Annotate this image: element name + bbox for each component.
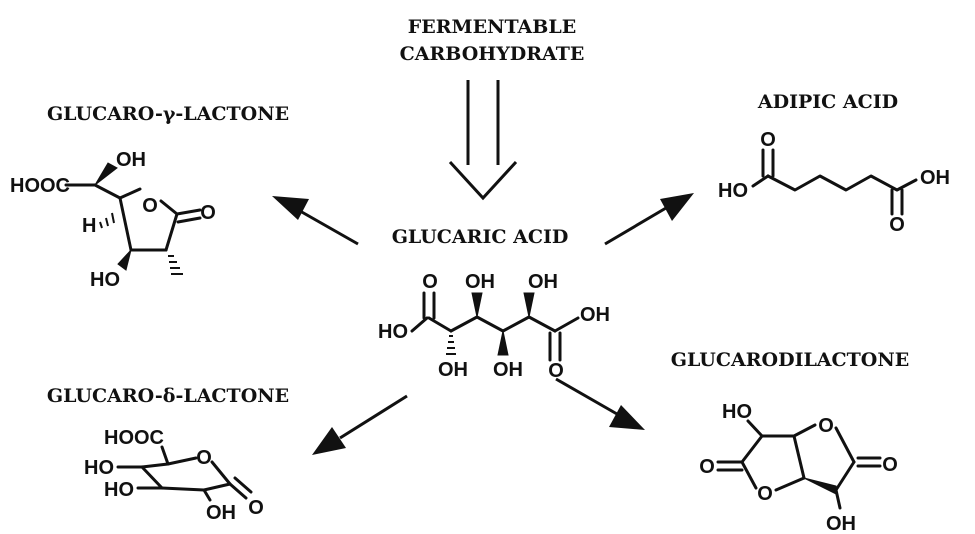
dilactone-top-ho-label: HO [722,401,752,423]
adipic-ho-label: HO [718,180,748,202]
delta-ho-1-label: HO [84,457,114,479]
gamma-bottom-ho-label: HO [90,269,120,291]
delta-lactone-structure: HOOC HO HO O OH O [84,427,264,524]
adipic-top-o-label: O [760,129,776,151]
gamma-hooc-label: HOOC [10,175,70,197]
adipic-oh-label: OH [920,167,950,189]
delta-ring-o-label: O [196,447,212,469]
delta-lactone-title: GLUCARO-δ-LACTONE [47,385,289,407]
delta-carbonyl-o-label: O [248,497,264,519]
glucaric-c4-oh-label: OH [493,359,523,381]
dilactone-left-ring-o-label: O [757,483,773,505]
dilactone-left-carbonyl-o-label: O [699,456,715,478]
glucaric-o-top-label: O [422,271,438,293]
glucaric-acid-structure: HO O OH OH OH OH O OH [378,271,610,382]
delta-ho-2-label: HO [104,479,134,501]
arrow-to-dilactone [555,377,645,430]
dilactone-right-carbonyl-o-label: O [882,454,898,476]
arrow-to-adipic-acid [604,193,694,246]
adipic-bottom-o-label: O [889,214,905,236]
dilactone-structure: HO O O O O OH [699,401,898,534]
fermentation-arrow [448,80,518,201]
glucaric-acid-title: GLUCARIC ACID [392,226,569,248]
adipic-acid-structure: HO O O OH [718,129,950,236]
arrow-to-gamma-lactone [272,196,359,246]
gamma-ring-o-label: O [142,195,158,217]
gamma-top-oh-label: OH [116,149,146,171]
source-title-line1: FERMENTABLE [408,16,576,38]
dilactone-right-ring-o-label: O [818,415,834,437]
delta-oh-label: OH [206,502,236,524]
gamma-h-label: H [82,215,96,237]
delta-hooc-label: HOOC [104,427,164,449]
arrow-to-delta-lactone [312,394,408,455]
source-title-line2: CARBOHYDRATE [400,43,585,65]
adipic-acid-title: ADIPIC ACID [757,91,898,113]
gamma-lactone-title: GLUCARO-γ-LACTONE [47,103,289,125]
dilactone-bottom-oh-label: OH [826,513,856,534]
gamma-lactone-structure: HOOC OH H O O HO [10,149,216,291]
glucaric-c3-oh-label: OH [465,271,495,293]
gamma-carbonyl-o-label: O [200,202,216,224]
glucaric-oh-right-label: OH [580,304,610,326]
dilactone-title: GLUCARODILACTONE [671,349,909,371]
glucaric-c5-oh-label: OH [528,271,558,293]
glucaric-ho-label: HO [378,321,408,343]
glucaric-o-bottom-label: O [548,360,564,382]
glucaric-c2-oh-label: OH [438,359,468,381]
